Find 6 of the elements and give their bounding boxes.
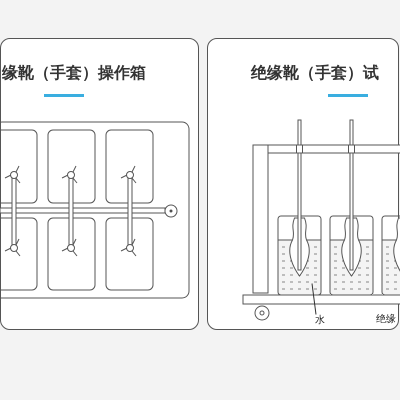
part-label: 水 [315, 313, 325, 327]
leader-line [312, 283, 316, 315]
panel-title: 缘靴（手套）操作箱 [2, 63, 146, 84]
part-label: 绝缘 [376, 312, 396, 326]
panel-card [0, 38, 199, 330]
panel-title: 绝缘靴（手套）试 [251, 63, 379, 84]
